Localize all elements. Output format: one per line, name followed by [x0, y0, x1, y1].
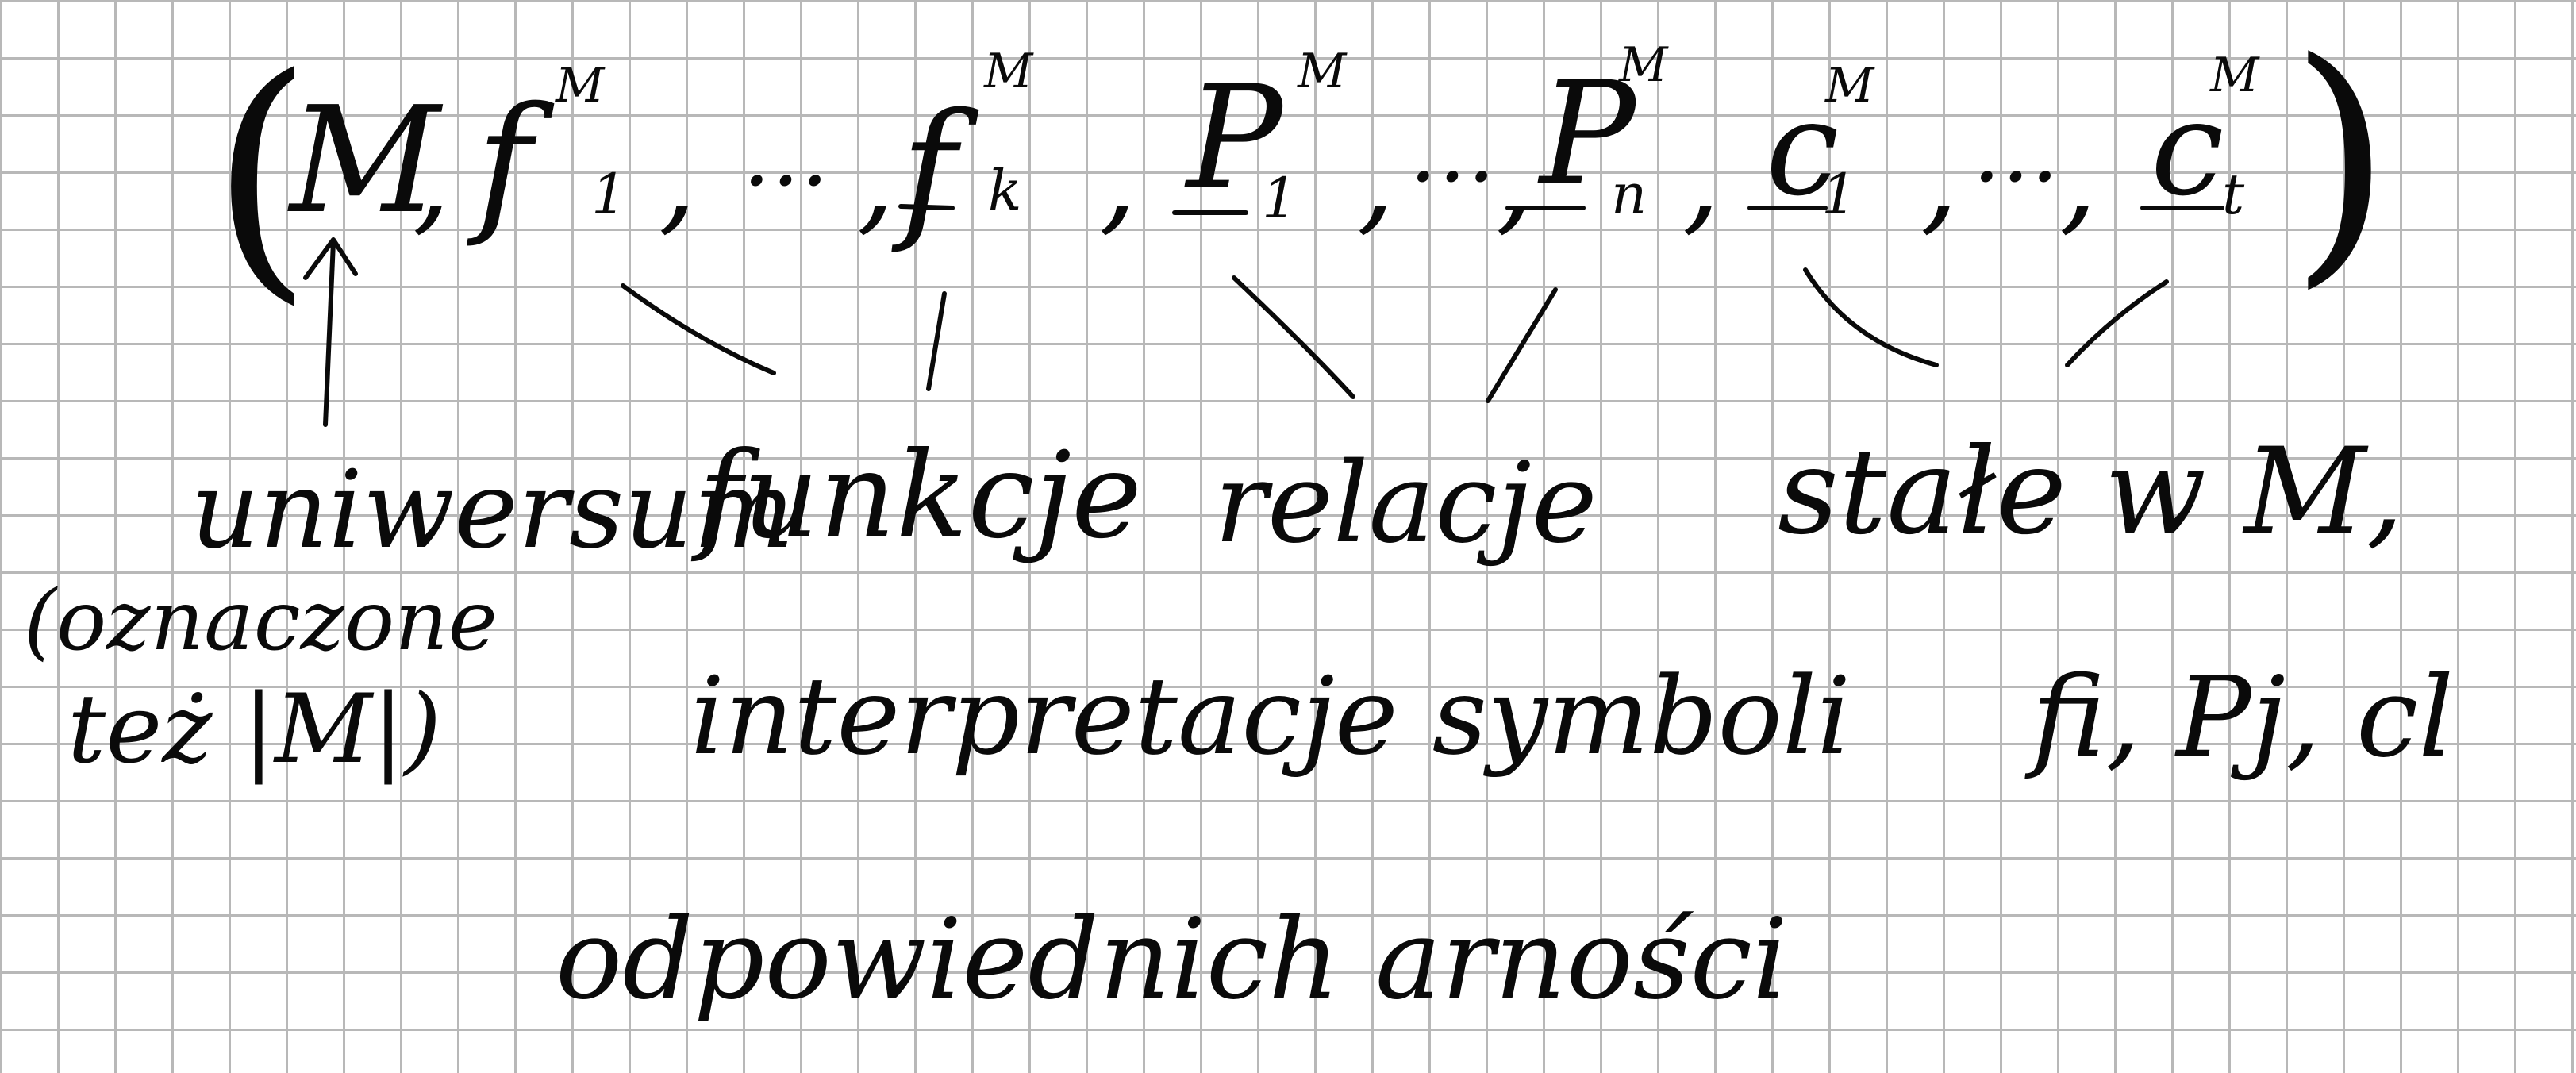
label-functions: funkcje — [698, 427, 1142, 565]
label-universe-note-2: też |M|) — [67, 675, 442, 785]
relation-last-superscript: M — [1619, 37, 1668, 93]
constant-symbol-last: c — [2151, 72, 2224, 225]
relation-ellipsis: … — [1409, 100, 1496, 202]
relation-symbol-first: P — [1186, 56, 1283, 221]
constants-brace-right — [2065, 279, 2169, 367]
function-ellipsis: … — [742, 104, 829, 206]
tuple-comma-1: , — [413, 110, 451, 248]
tuple-comma-5: , — [1357, 110, 1395, 248]
tuple-comma-6: , — [1496, 110, 1534, 248]
constant-ellipsis: … — [1972, 100, 2059, 202]
function-first-subscript: 1 — [591, 162, 627, 227]
explanation-interpretations: interpretacje symboli — [690, 654, 1851, 779]
functions-brace-left — [621, 283, 776, 375]
tuple-comma-4: , — [1099, 110, 1137, 248]
tuple-open-paren: ( — [210, 22, 313, 327]
tuple-comma-8: , — [1920, 110, 1959, 248]
tuple-comma-7: , — [1682, 110, 1721, 248]
tuple-close-paren: ) — [2290, 6, 2392, 311]
constant-symbol-first: c — [1766, 72, 1840, 225]
function-symbol-last: f — [901, 81, 957, 256]
tuple-comma-9: , — [2059, 110, 2097, 248]
functions-brace-right — [926, 291, 947, 391]
label-constants: stałe w M, — [1778, 423, 2405, 561]
constants-brace-left — [1803, 267, 1939, 367]
relation-first-superscript: M — [1298, 44, 1347, 99]
tuple-comma-3: , — [857, 110, 895, 248]
universe-symbol: M — [290, 75, 440, 246]
explanation-arities: odpowiednich arności — [556, 895, 1788, 1025]
label-universe-note: (oznaczone — [24, 572, 498, 669]
relation-last-subscript: n — [1611, 162, 1647, 227]
constant-first-superscript: M — [1825, 58, 1874, 113]
function-last-superscript: M — [984, 44, 1033, 99]
constant-last-subscript: t — [2222, 162, 2245, 227]
relation-first-subscript: 1 — [1262, 166, 1298, 231]
relations-brace-left — [1232, 275, 1355, 399]
universe-arrow — [303, 237, 358, 427]
label-relations: relacje — [1214, 439, 1598, 568]
constant-first-subscript: 1 — [1821, 162, 1857, 227]
explanation-symbols: fi, Pj, cl — [2032, 653, 2455, 783]
function-symbol-first: f — [476, 75, 533, 250]
label-universe: uniwersum — [190, 448, 795, 572]
constant-last-superscript: M — [2210, 48, 2259, 103]
function-first-superscript: M — [556, 58, 605, 113]
relation-symbol-last: P — [1540, 52, 1636, 217]
function-last-subscript: k — [988, 158, 1022, 223]
relations-brace-right — [1486, 287, 1558, 403]
tuple-comma-2: , — [659, 110, 697, 248]
